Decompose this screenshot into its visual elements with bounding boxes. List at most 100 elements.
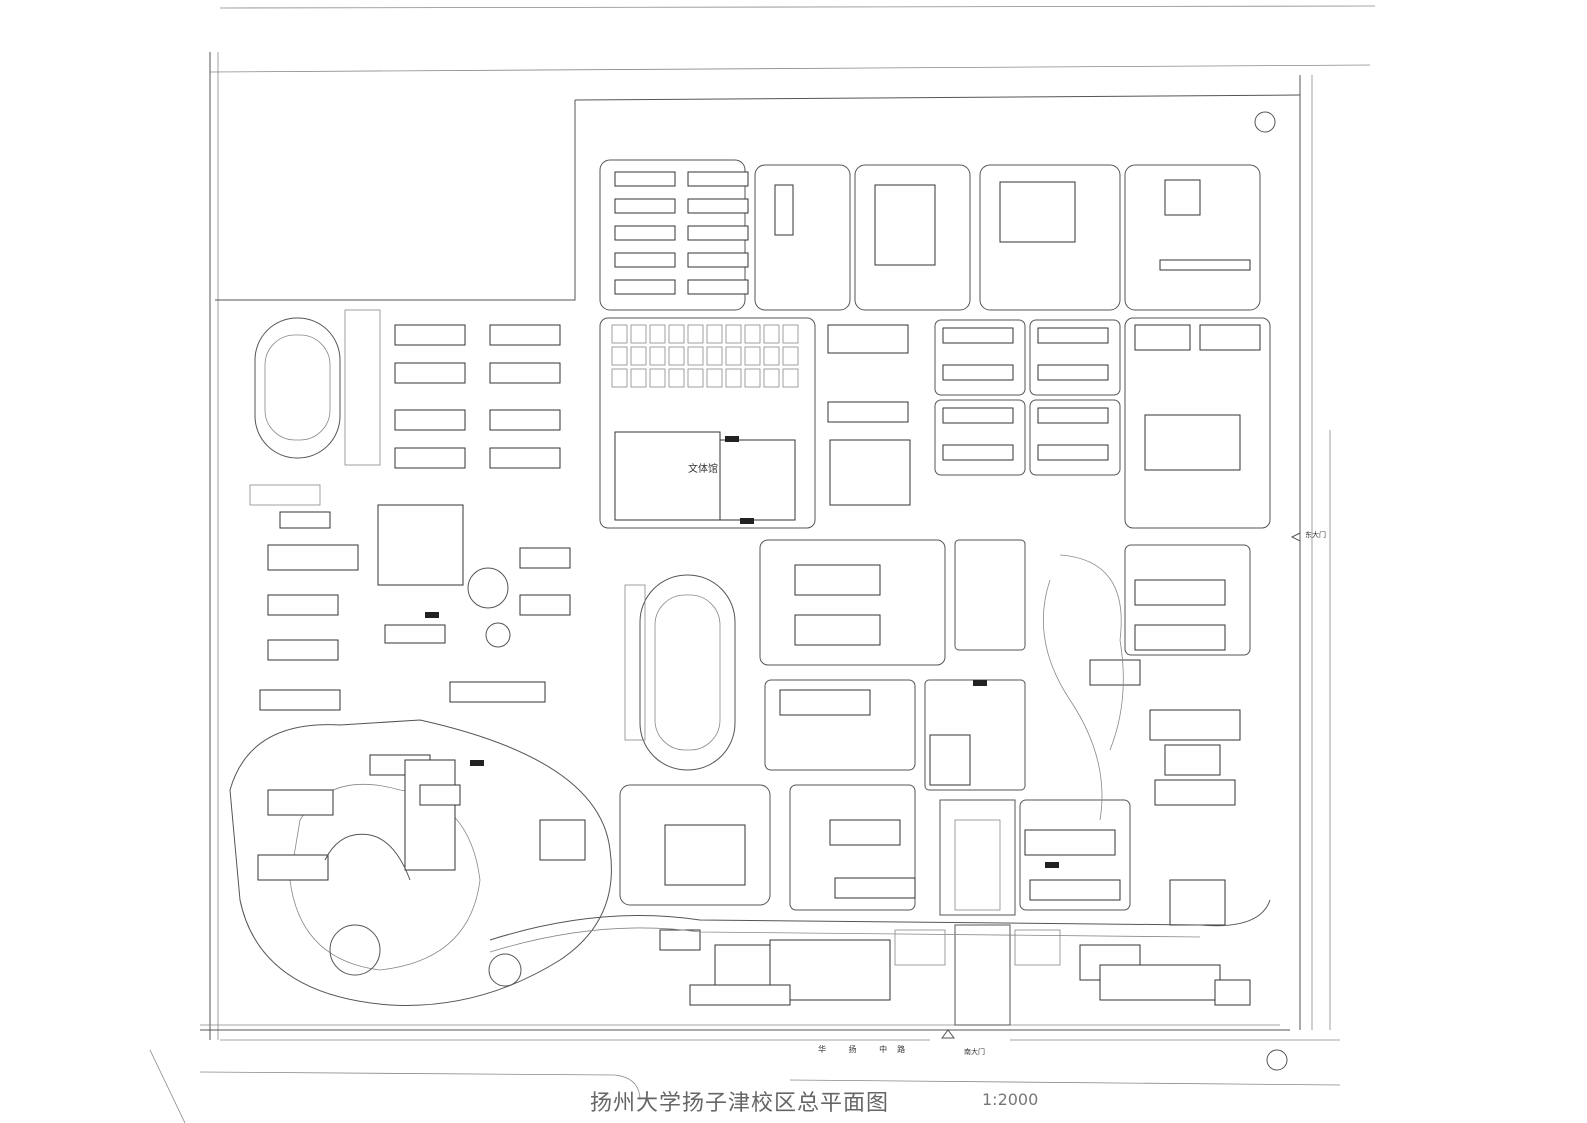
building bbox=[1099, 964, 1221, 1001]
basketball-court bbox=[687, 368, 704, 388]
basketball-court bbox=[687, 324, 704, 344]
roundabout bbox=[467, 567, 509, 609]
basketball-court bbox=[668, 346, 685, 366]
building bbox=[794, 614, 881, 646]
diagonal-road-line bbox=[149, 1049, 186, 1123]
tennis-courts bbox=[344, 309, 381, 466]
student-dormitory bbox=[267, 544, 359, 571]
basketball-court bbox=[611, 368, 628, 388]
building-block bbox=[979, 164, 1121, 311]
basketball-court bbox=[725, 368, 742, 388]
dormitory-building bbox=[687, 225, 749, 241]
running-track bbox=[254, 317, 341, 459]
dormitory-building bbox=[1037, 327, 1109, 344]
building-block bbox=[754, 164, 851, 311]
inner-ring bbox=[289, 783, 481, 971]
student-dormitory bbox=[259, 689, 341, 711]
curved-path bbox=[1059, 554, 1124, 751]
entrance-mark bbox=[740, 518, 754, 524]
north-arrow-icon bbox=[1266, 1049, 1288, 1071]
building bbox=[834, 877, 916, 899]
building bbox=[774, 184, 794, 236]
block bbox=[759, 539, 946, 666]
circle-plaza bbox=[329, 924, 381, 976]
circular-building bbox=[485, 622, 511, 648]
basketball-court bbox=[782, 346, 799, 366]
building bbox=[267, 789, 334, 816]
dormitory-building bbox=[942, 364, 1014, 381]
basketball-court bbox=[763, 324, 780, 344]
office-building bbox=[1164, 179, 1201, 216]
building bbox=[377, 504, 464, 586]
basketball-court bbox=[611, 324, 628, 344]
block bbox=[789, 784, 916, 911]
building bbox=[1169, 879, 1226, 926]
stadium-track bbox=[639, 574, 736, 771]
plaza-axis bbox=[954, 924, 1011, 1026]
building bbox=[1134, 324, 1191, 351]
building bbox=[1029, 879, 1121, 901]
basketball-court bbox=[649, 324, 666, 344]
drawing-scale: 1:2000 bbox=[982, 1090, 1039, 1109]
student-dormitory bbox=[394, 324, 466, 346]
building bbox=[1089, 659, 1141, 686]
basketball-court bbox=[687, 346, 704, 366]
east-gate-arrow-icon bbox=[1290, 532, 1301, 542]
building bbox=[257, 854, 329, 881]
student-dormitory bbox=[267, 594, 339, 616]
block bbox=[1124, 317, 1271, 529]
running-track-inner bbox=[264, 334, 331, 441]
basketball-court bbox=[706, 324, 723, 344]
dormitory-building bbox=[1037, 444, 1109, 461]
campus-boundary bbox=[574, 94, 1301, 101]
entrance-mark bbox=[725, 436, 739, 442]
block bbox=[1019, 799, 1131, 911]
building bbox=[419, 784, 461, 806]
office-building bbox=[1159, 259, 1251, 271]
curved-walkway bbox=[324, 833, 411, 881]
student-dormitory bbox=[394, 409, 466, 431]
entrance-mark bbox=[1045, 862, 1059, 868]
south-gate-label: 南大门 bbox=[964, 1048, 985, 1056]
student-dormitory bbox=[519, 547, 571, 569]
building-block bbox=[854, 164, 971, 311]
road-label: 华 扬 中路 bbox=[818, 1045, 916, 1054]
building bbox=[689, 984, 791, 1006]
block bbox=[619, 784, 771, 906]
building bbox=[827, 401, 909, 423]
gymnasium-annex bbox=[719, 439, 796, 521]
building bbox=[794, 564, 881, 596]
basketball-court bbox=[782, 324, 799, 344]
basketball-court bbox=[630, 368, 647, 388]
building bbox=[664, 824, 746, 886]
basketball-court bbox=[706, 346, 723, 366]
basketball-court bbox=[725, 346, 742, 366]
north-road-line bbox=[209, 64, 1371, 73]
north-arrow-icon bbox=[1254, 111, 1276, 133]
student-dormitory bbox=[489, 324, 561, 346]
stadium-stand bbox=[624, 584, 646, 741]
drawing-title: 扬州大学扬子津校区总平面图 bbox=[590, 1091, 890, 1116]
basketball-court bbox=[649, 346, 666, 366]
curved-road bbox=[489, 899, 1271, 941]
building bbox=[1134, 624, 1226, 651]
dormitory-block bbox=[1029, 399, 1121, 476]
dormitory-building bbox=[614, 225, 676, 241]
building-block bbox=[1124, 164, 1261, 311]
colonnade bbox=[954, 819, 1001, 911]
block bbox=[764, 679, 916, 771]
dormitory-building bbox=[614, 171, 676, 187]
entrance-mark bbox=[973, 680, 987, 686]
stadium-field bbox=[654, 594, 721, 751]
south-road-line bbox=[199, 1071, 641, 1101]
student-dormitory bbox=[489, 362, 561, 384]
gymnasium-label: 文体馆 bbox=[688, 464, 718, 475]
building bbox=[779, 689, 871, 716]
basketball-court bbox=[763, 346, 780, 366]
block bbox=[954, 539, 1026, 651]
plaza bbox=[894, 929, 946, 966]
dormitory-building bbox=[614, 252, 676, 268]
dormitory-building bbox=[614, 279, 676, 295]
building bbox=[827, 324, 909, 354]
east-gate-label: 东大门 bbox=[1305, 531, 1326, 539]
